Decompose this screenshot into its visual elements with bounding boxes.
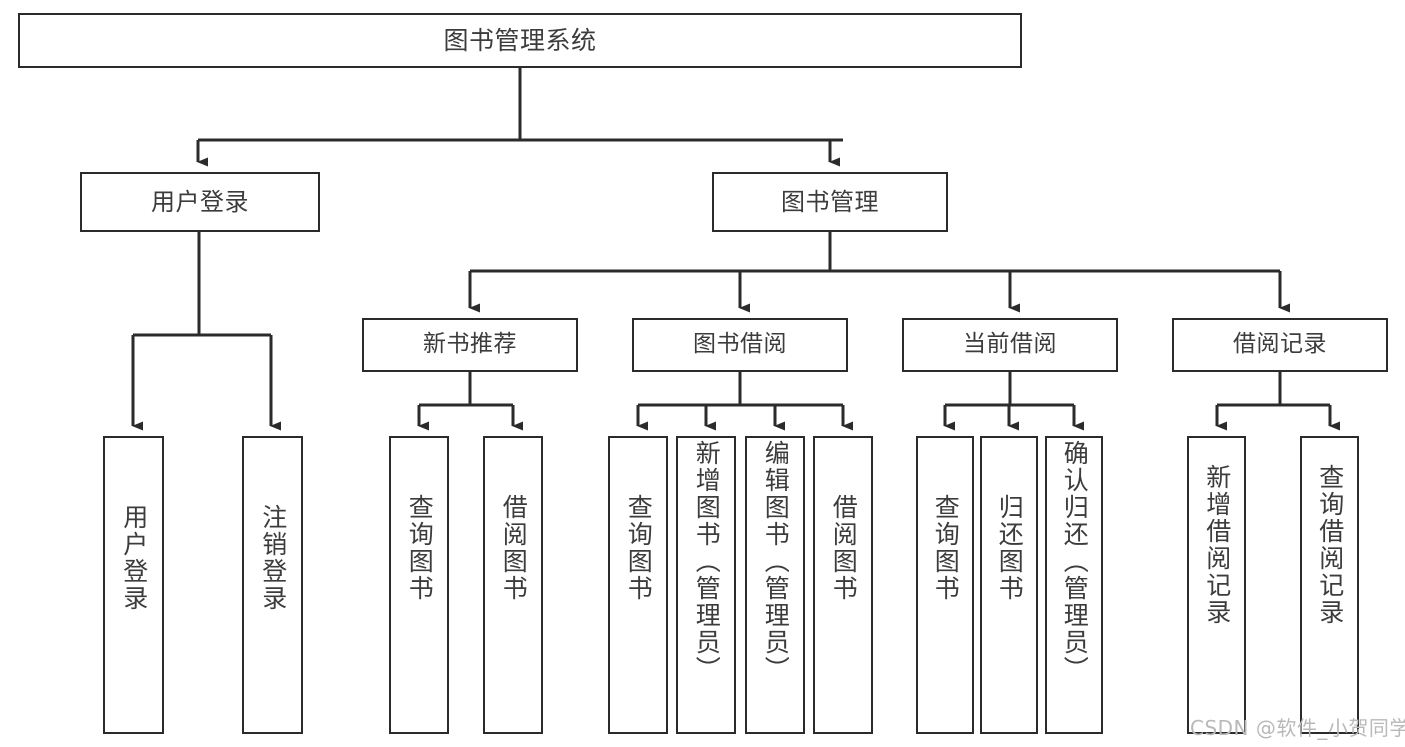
node-root-label: 图书管理系统 (443, 25, 597, 55)
node-new-book-rec-label: 新书推荐 (423, 331, 517, 358)
node-leaf-query-book-1-label: 查询图书 (405, 494, 435, 602)
node-book-manage-label: 图书管理 (781, 187, 879, 216)
node-current-borrow[interactable]: 当前借阅 (902, 318, 1118, 372)
node-root[interactable]: 图书管理系统 (18, 13, 1022, 68)
node-book-borrow[interactable]: 图书借阅 (632, 318, 848, 372)
node-leaf-query-book-2[interactable]: 查询图书 (608, 436, 668, 734)
node-current-borrow-label: 当前借阅 (963, 331, 1057, 358)
node-leaf-logout-label: 注销登录 (258, 504, 288, 612)
node-leaf-user-login[interactable]: 用户登录 (103, 436, 164, 734)
node-leaf-borrow-book-2-label: 借阅图书 (829, 494, 859, 602)
node-book-manage[interactable]: 图书管理 (712, 172, 948, 232)
node-leaf-add-book[interactable]: 新增图书（管理员） (676, 436, 736, 734)
node-leaf-borrow-book-1[interactable]: 借阅图书 (483, 436, 543, 734)
node-book-borrow-label: 图书借阅 (693, 331, 787, 358)
node-user-login-label: 用户登录 (151, 187, 249, 216)
node-leaf-borrow-book-1-label: 借阅图书 (499, 494, 529, 602)
csdn-watermark: CSDN @软件_小贺同学 (1190, 716, 1405, 740)
node-leaf-query-book-1[interactable]: 查询图书 (389, 436, 449, 734)
node-leaf-return-book-label: 归还图书 (995, 494, 1025, 602)
node-leaf-query-book-2-label: 查询图书 (624, 494, 654, 602)
node-borrow-record[interactable]: 借阅记录 (1172, 318, 1388, 372)
node-leaf-confirm-return-label: 确认归还（管理员） (1060, 440, 1090, 683)
node-leaf-logout[interactable]: 注销登录 (242, 436, 303, 734)
node-leaf-confirm-return[interactable]: 确认归还（管理员） (1045, 436, 1103, 734)
node-user-login[interactable]: 用户登录 (80, 172, 320, 232)
node-leaf-query-book-3[interactable]: 查询图书 (916, 436, 974, 734)
node-leaf-query-record[interactable]: 查询借阅记录 (1300, 436, 1359, 734)
node-leaf-query-record-label: 查询借阅记录 (1315, 464, 1345, 626)
node-leaf-edit-book-label: 编辑图书（管理员） (761, 440, 791, 683)
node-leaf-add-record-label: 新增借阅记录 (1202, 464, 1232, 626)
node-leaf-return-book[interactable]: 归还图书 (980, 436, 1038, 734)
node-leaf-query-book-3-label: 查询图书 (931, 494, 961, 602)
node-borrow-record-label: 借阅记录 (1233, 331, 1327, 358)
node-leaf-user-login-label: 用户登录 (119, 504, 149, 612)
node-new-book-rec[interactable]: 新书推荐 (362, 318, 578, 372)
node-leaf-add-record[interactable]: 新增借阅记录 (1187, 436, 1246, 734)
node-leaf-add-book-label: 新增图书（管理员） (692, 440, 722, 683)
node-leaf-edit-book[interactable]: 编辑图书（管理员） (745, 436, 805, 734)
node-leaf-borrow-book-2[interactable]: 借阅图书 (813, 436, 873, 734)
